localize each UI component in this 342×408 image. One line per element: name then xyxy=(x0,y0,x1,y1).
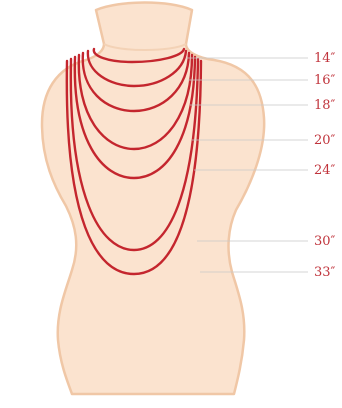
label-14: 14″ xyxy=(314,51,336,66)
label-30: 30″ xyxy=(314,234,336,249)
label-20: 20″ xyxy=(314,133,336,148)
label-33: 33″ xyxy=(314,265,336,280)
length-labels: 14″ 16″ 18″ 20″ 24″ 30″ 33″ xyxy=(314,51,336,280)
label-16: 16″ xyxy=(314,73,336,88)
label-18: 18″ xyxy=(314,98,336,113)
label-24: 24″ xyxy=(314,163,336,178)
